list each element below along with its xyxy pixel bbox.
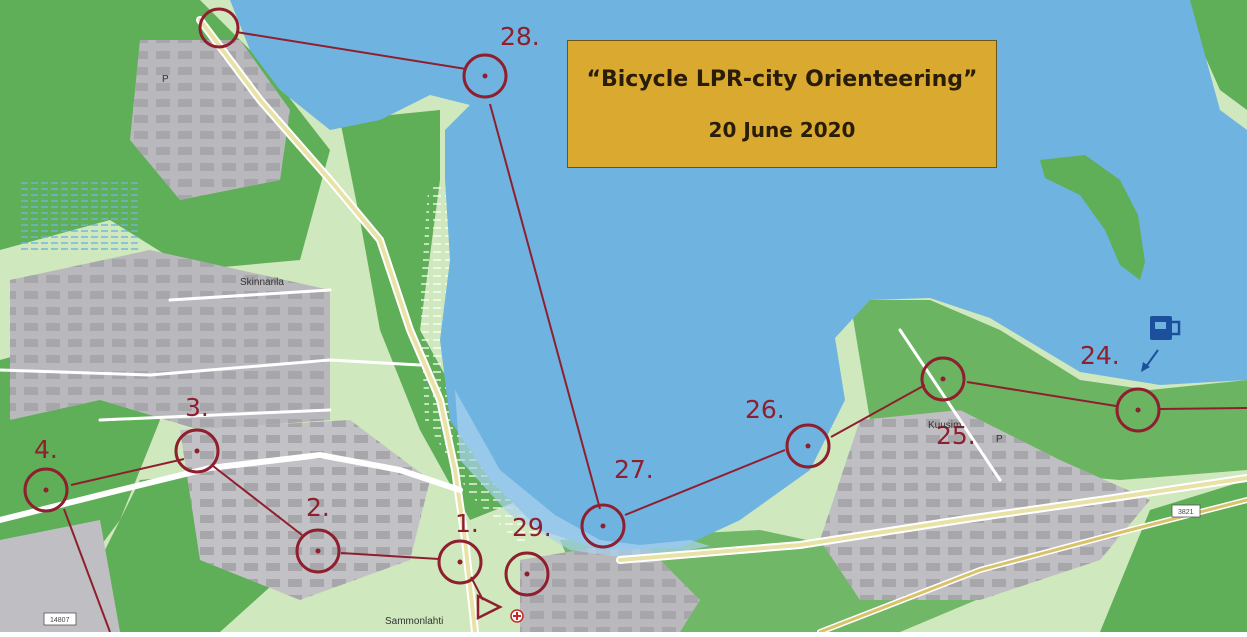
map-place-labels: Sammonlahti Skinnarila Kuusim P P 3821 1…: [43, 74, 1201, 627]
roads: [0, 16, 1247, 636]
water-jug-icon: [1141, 316, 1181, 372]
event-date: 20 June 2020: [708, 117, 856, 142]
control-label-24: 24.: [1080, 341, 1120, 370]
place-label-kuusimaki: Kuusim: [928, 420, 961, 431]
control-label-4: 4.: [34, 435, 58, 464]
event-title: “Bicycle LPR-city Orienteering”: [586, 66, 978, 92]
control-circle-top-left: [198, 7, 240, 49]
control-dots: [43, 73, 1141, 577]
control-circle-3: [174, 428, 220, 474]
shore-shallows: [455, 390, 710, 560]
first-aid-icon: [510, 609, 524, 623]
control-label-28: 28.: [500, 22, 540, 51]
parking-label-east: P: [996, 434, 1003, 445]
control-circle-1: [437, 539, 483, 585]
control-circle-26: [785, 423, 831, 469]
course-legs: [63, 31, 1247, 633]
control-circle-29: [504, 551, 550, 597]
svg-text:14807: 14807: [50, 617, 70, 624]
event-title-box: “Bicycle LPR-city Orienteering” 20 June …: [567, 40, 997, 168]
control-label-3: 3.: [185, 393, 209, 422]
control-label-25: 25.: [936, 421, 976, 450]
control-label-27: 27.: [614, 455, 654, 484]
svg-text:3821: 3821: [1178, 509, 1194, 516]
control-circle-27: [580, 503, 626, 549]
place-label-skinnarila: Skinnarila: [240, 277, 284, 288]
parking-label-north: P: [162, 74, 169, 85]
control-circle-28: [462, 53, 508, 99]
control-label-1: 1.: [455, 509, 479, 538]
control-label-2: 2.: [306, 493, 330, 522]
start-triangle-icon: [476, 593, 503, 621]
marsh-area: [20, 180, 140, 250]
control-label-26: 26.: [745, 395, 785, 424]
island: [1040, 155, 1145, 280]
control-circle-2: [295, 528, 341, 574]
control-circle-25: [920, 356, 966, 402]
control-circle-24: [1115, 387, 1161, 433]
control-labels: 1. 2. 3. 4. 24. 25. 26. 27. 28. 29.: [34, 22, 1120, 542]
control-circles: [23, 7, 1161, 597]
road-number-3821: 3821: [1171, 504, 1201, 518]
control-label-29: 29.: [512, 513, 552, 542]
control-circle-4: [23, 467, 69, 513]
place-label-sammonlahti: Sammonlahti: [385, 616, 443, 627]
road-number-14807: 14807: [43, 612, 77, 626]
